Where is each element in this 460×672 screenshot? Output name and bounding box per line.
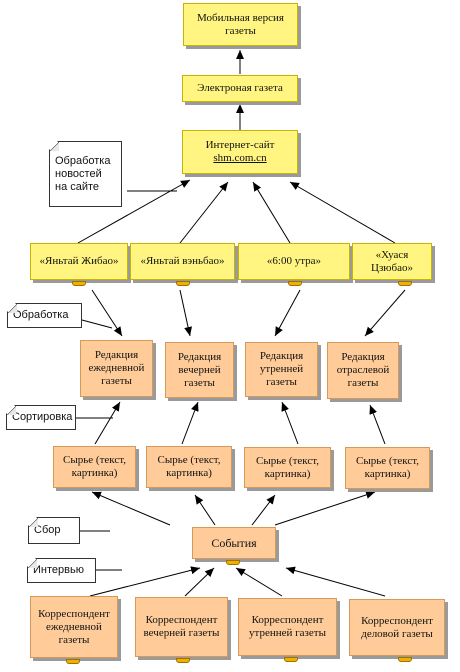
edge-events-to-raw3 <box>251 494 276 526</box>
edge-raw1-to-ed1 <box>94 401 121 445</box>
correspondent-morning-label: Корреспондент утренней газеты <box>249 614 326 639</box>
edge-paper4-to-site <box>289 181 396 244</box>
editorial-daily-label: Редакция ежедневной газеты <box>88 349 145 387</box>
electronic-newspaper-node: Электроная газета <box>182 75 298 102</box>
correspondent-daily-tab <box>66 659 80 664</box>
note-interview-text: Интервью <box>33 564 84 576</box>
edge-paper2-to-site <box>179 181 229 244</box>
raw-material-3-node: Сырье (текст, картинка) <box>244 447 331 488</box>
correspondent-daily-label: Корреспондент ежедневной газеты <box>38 607 110 646</box>
note-collection: Сбор <box>28 517 80 544</box>
mobile-version-label: Мобильная версия газеты <box>197 11 284 37</box>
edge-ed3-to-paper3 <box>274 289 301 337</box>
raw-material-2-label: Сырье (текст, картинка) <box>157 454 221 479</box>
paper-6am-node: «6:00 утра» <box>238 243 350 280</box>
note-processing: Обработка <box>7 303 82 328</box>
internet-site-node: Интернет-сайт shm.com.cn <box>182 130 298 174</box>
note-sorting-text: Сортировка <box>12 411 73 423</box>
correspondent-business-node: Корреспондент деловой газеты <box>349 599 445 656</box>
raw-material-4-label: Сырье (текст, картинка) <box>356 455 419 480</box>
note-processing-text: Обработка <box>13 309 69 321</box>
raw-material-2-node: Сырье (текст, картинка) <box>146 446 232 488</box>
edge-raw2-to-ed2 <box>181 401 199 445</box>
events-node: События <box>192 527 276 559</box>
paper-6am-label: «6:00 утра» <box>266 255 322 267</box>
edge-corr1-to-events <box>89 566 201 597</box>
edge-corr2-to-events <box>184 567 215 597</box>
internet-site-label: Интернет-сайт shm.com.cn <box>206 139 275 165</box>
edge-raw3-to-ed3 <box>281 401 299 445</box>
editorial-morning-label: Редакция утренней газеты <box>259 350 304 388</box>
editorial-evening-label: Редакция вечерней газеты <box>177 350 222 389</box>
note-collection-text: Сбор <box>34 524 61 536</box>
raw-material-3-label: Сырье (текст, картинка) <box>256 454 319 480</box>
note-site-processing: Обработка новостей на сайте <box>49 141 122 207</box>
edge-events-to-raw1 <box>91 491 171 526</box>
paper-yantai-ribao-tab <box>72 281 86 286</box>
correspondent-evening-label: Корреспондент вечерней газеты <box>143 614 220 639</box>
events-tab <box>226 560 240 565</box>
note-line-processing <box>81 319 113 329</box>
raw-material-1-label: Сырье (текст, картинка) <box>63 454 126 479</box>
correspondent-morning-tab <box>284 657 298 662</box>
edge-ed1-to-paper1 <box>91 289 123 337</box>
edge-ed2-to-paper2 <box>179 289 192 337</box>
paper-yantai-wenbao-tab <box>176 281 190 286</box>
events-label: События <box>211 535 257 550</box>
paper-huaxia-label: «Хуася Цзюбао» <box>371 248 413 274</box>
paper-yantai-ribao-node: «Яньтай Жибао» <box>30 243 128 280</box>
raw-material-1-node: Сырье (текст, картинка) <box>53 446 136 488</box>
editorial-evening-node: Редакция вечерней газеты <box>165 342 234 398</box>
note-interview: Интервью <box>27 558 96 583</box>
mobile-version-node: Мобильная версия газеты <box>183 3 298 46</box>
edge-ed4-to-paper4 <box>364 289 406 337</box>
correspondent-daily-node: Корреспондент ежедневной газеты <box>30 596 118 658</box>
raw-material-4-node: Сырье (текст, картинка) <box>345 447 430 489</box>
paper-yantai-ribao-label: «Яньтай Жибао» <box>39 255 119 267</box>
editorial-industry-node: Редакция отраслевой газеты <box>327 342 399 399</box>
edge-raw4-to-ed4 <box>369 404 386 445</box>
paper-yantai-wenbao-label: «Яньтай вэньбао» <box>140 255 225 267</box>
correspondent-evening-tab <box>176 658 190 663</box>
edge-events-to-raw2 <box>194 494 216 526</box>
editorial-industry-label: Редакция отраслевой газеты <box>336 351 390 389</box>
note-sorting: Сортировка <box>6 405 76 430</box>
paper-huaxia-tab <box>398 281 412 286</box>
edge-paper3-to-site <box>252 181 291 244</box>
editorial-daily-node: Редакция ежедневной газеты <box>80 340 153 397</box>
internet-site-url: shm.com.cn <box>213 152 267 164</box>
paper-6am-tab <box>288 281 302 286</box>
edge-corr3-to-events <box>235 567 283 597</box>
edge-corr4-to-events <box>285 566 386 597</box>
correspondent-business-label: Корреспондент деловой газеты <box>361 614 433 640</box>
edge-events-to-raw4 <box>274 491 376 526</box>
internet-site-title: Интернет-сайт <box>205 139 275 151</box>
correspondent-business-tab <box>398 657 412 662</box>
correspondent-evening-node: Корреспондент вечерней газеты <box>135 597 228 657</box>
electronic-newspaper-label: Электроная газета <box>197 82 283 94</box>
correspondent-morning-node: Корреспондент утренней газеты <box>238 598 337 656</box>
paper-huaxia-node: «Хуася Цзюбао» <box>352 243 432 280</box>
editorial-morning-node: Редакция утренней газеты <box>245 342 318 397</box>
paper-yantai-wenbao-node: «Яньтай вэньбао» <box>130 243 235 280</box>
note-site-processing-text: Обработка новостей на сайте <box>55 154 111 193</box>
